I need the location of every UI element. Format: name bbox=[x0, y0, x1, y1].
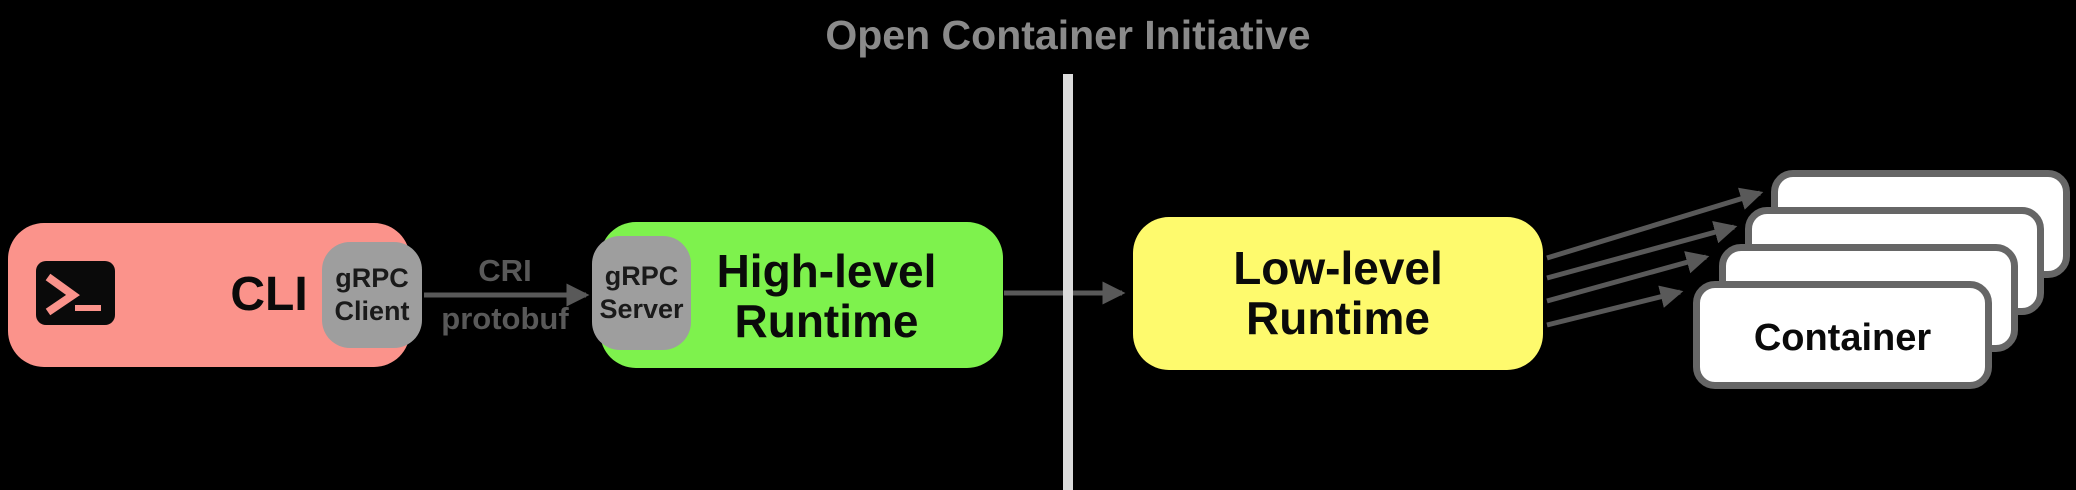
high-level-runtime-label: High-level Runtime bbox=[650, 246, 1003, 346]
high-level-runtime-label-line1: High-level bbox=[716, 245, 937, 297]
low-level-runtime-label: Low-level Runtime bbox=[1133, 243, 1543, 343]
grpc-server-badge: gRPC Server bbox=[592, 236, 691, 350]
low-to-container-arrow-2 bbox=[1546, 221, 1738, 281]
low-to-container-arrow-3 bbox=[1546, 251, 1710, 304]
grpc-client-badge: gRPC Client bbox=[322, 242, 422, 348]
grpc-server-badge-line2: Server bbox=[599, 294, 684, 324]
low-level-runtime-node bbox=[1133, 217, 1543, 370]
protobuf-edge-label: protobuf bbox=[441, 301, 569, 336]
diagram-title: Open Container Initiative bbox=[825, 12, 1311, 58]
grpc-server-badge-line1: gRPC bbox=[604, 261, 679, 291]
cli-node-label: CLI bbox=[230, 268, 308, 321]
grpc-client-badge-line1: gRPC bbox=[335, 263, 409, 293]
high-level-runtime-label-line2: Runtime bbox=[734, 295, 919, 347]
cri-edge-label: CRI bbox=[478, 253, 532, 288]
container-card-label: Container bbox=[1753, 316, 1932, 359]
container-card-front: Container bbox=[1693, 281, 1992, 389]
low-to-container-arrow-4 bbox=[1546, 285, 1684, 328]
low-level-runtime-label-line2: Runtime bbox=[1246, 292, 1430, 344]
low-level-runtime-label-line1: Low-level bbox=[1233, 242, 1443, 294]
terminal-icon bbox=[36, 261, 115, 325]
grpc-client-badge-line2: Client bbox=[334, 296, 410, 326]
oci-divider-line bbox=[1063, 74, 1073, 490]
